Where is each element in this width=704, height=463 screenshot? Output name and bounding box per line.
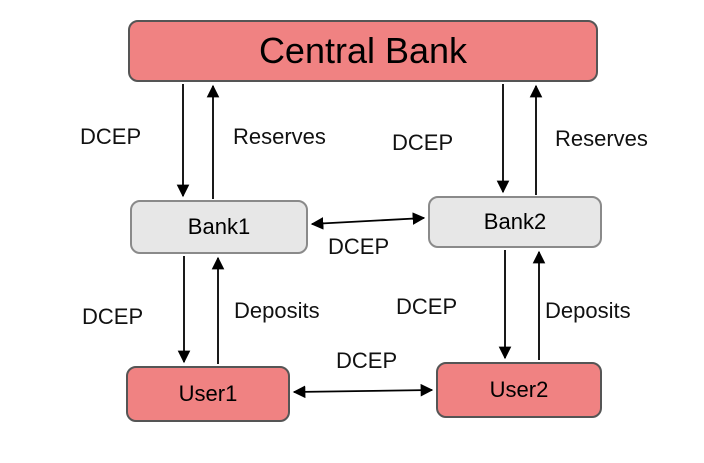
edge-label-user1-to-bank1: Deposits [234,298,320,323]
edge-label-bank1-to-central: Reserves [233,124,326,149]
bank1-node: Bank1 [130,200,308,254]
edge-label-user2-to-bank2: Deposits [545,298,631,323]
user2-node: User2 [436,362,602,418]
edge-label-bank2-to-user2: DCEP [396,294,458,319]
edge-label-central-to-bank1: DCEP [80,124,142,149]
user1-node: User1 [126,366,290,422]
edge-label-bank1-to-user1: DCEP [82,304,144,329]
edge-label-bank1-bank2: DCEP [328,234,390,259]
edge-label-bank2-to-central: Reserves [555,126,648,151]
edge-label-user1-user2: DCEP [336,348,398,373]
central-bank-node: Central Bank [128,20,598,82]
arrow-user1-user2 [292,383,434,399]
arrow-bank1-bank2 [310,212,426,230]
bank2-node: Bank2 [428,196,602,248]
user2-label: User2 [489,377,549,402]
user1-label: User1 [178,381,238,406]
bank2-label: Bank2 [483,209,547,234]
edge-label-central-to-bank2: DCEP [392,130,454,155]
bank1-label: Bank1 [187,214,251,239]
central-bank-label: Central Bank [258,30,468,71]
